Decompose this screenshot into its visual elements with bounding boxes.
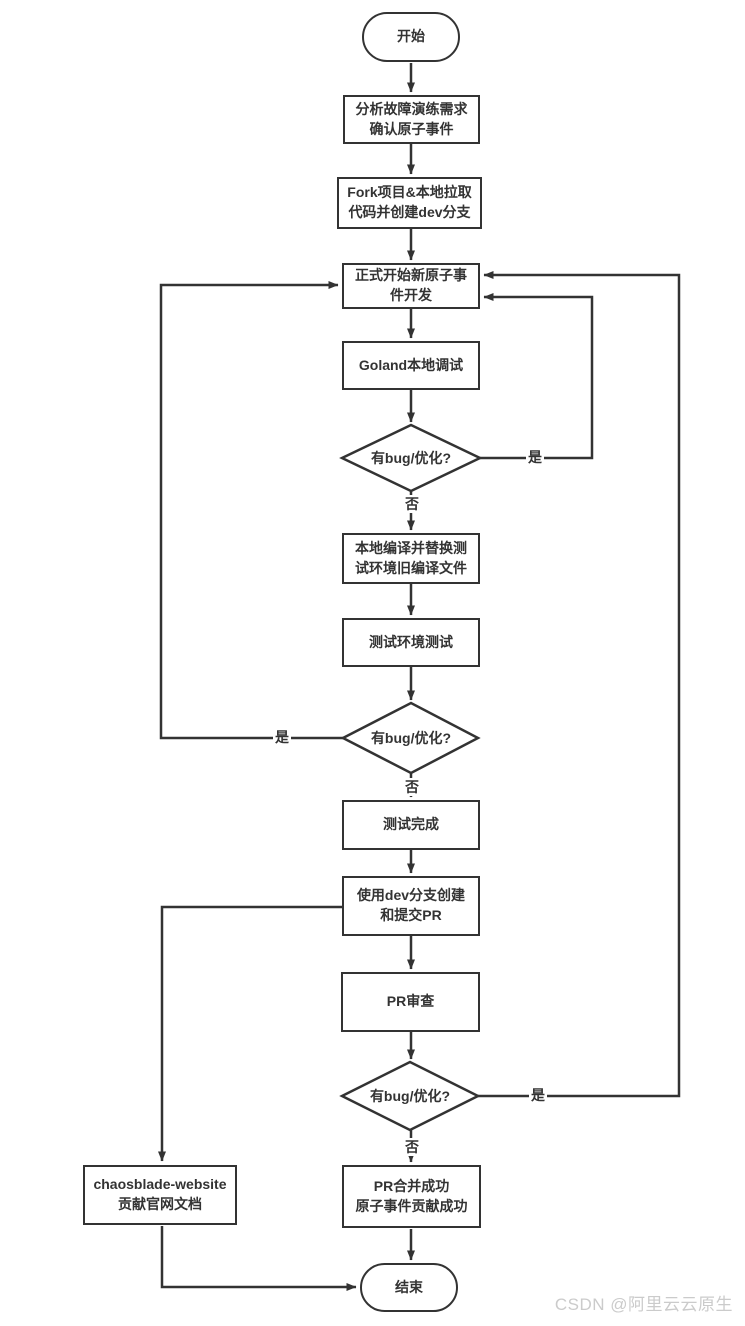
node-pr-merged: PR合并成功 原子事件贡献成功 bbox=[342, 1165, 481, 1228]
node-compile-line2: 试环境旧编译文件 bbox=[355, 559, 467, 576]
edge-bugcheck2-yes-loop bbox=[159, 281, 343, 740]
node-dev-start-line2: 件开发 bbox=[390, 287, 432, 303]
node-goland-label: Goland本地调试 bbox=[358, 356, 464, 373]
edge-label-yes-1: 是 bbox=[526, 448, 544, 467]
node-pr-merged-line1: PR合并成功 bbox=[373, 1177, 450, 1194]
node-test-done: 测试完成 bbox=[342, 800, 480, 850]
edge-label-yes-3: 是 bbox=[529, 1086, 547, 1105]
node-pr-review: PR审查 bbox=[341, 972, 480, 1032]
node-create-pr: 使用dev分支创建 和提交PR bbox=[342, 876, 480, 936]
node-fork-line2: 代码并创建dev分支 bbox=[348, 204, 471, 220]
edge-bugcheck1-yes-loop bbox=[480, 293, 594, 460]
decision-bug-check-1-shape bbox=[339, 423, 483, 493]
decision-bug-check-2-shape bbox=[340, 701, 481, 775]
node-dev-start-line1: 正式开始新原子事 bbox=[355, 267, 467, 284]
node-compile-line1: 本地编译并替换测 bbox=[355, 539, 467, 556]
node-env-test-label: 测试环境测试 bbox=[369, 633, 453, 650]
edge-label-yes-2: 是 bbox=[273, 728, 291, 747]
edge-label-no-1: 否 bbox=[403, 495, 421, 514]
edge-label-no-3: 否 bbox=[403, 1138, 421, 1157]
node-create-pr-line1: 使用dev分支创建 bbox=[356, 887, 466, 904]
node-analyze-requirement: 分析故障演练需求 确认原子事件 bbox=[343, 95, 480, 144]
decision-bug-check-1-label: 有bug/优化? bbox=[370, 450, 452, 466]
node-goland-debug: Goland本地调试 bbox=[342, 341, 480, 390]
node-analyze-line1: 分析故障演练需求 bbox=[355, 100, 468, 117]
node-website-line1: chaosblade-website bbox=[93, 1176, 227, 1193]
node-test-done-label: 测试完成 bbox=[383, 816, 439, 833]
node-env-test: 测试环境测试 bbox=[342, 618, 480, 667]
edge-createpr-to-website bbox=[158, 905, 342, 1162]
node-compile-replace: 本地编译并替换测 试环境旧编译文件 bbox=[342, 533, 480, 584]
node-end-label: 结束 bbox=[395, 1278, 423, 1295]
node-start: 开始 bbox=[362, 12, 460, 62]
node-create-pr-line2: 和提交PR bbox=[380, 907, 442, 923]
edge-website-to-end bbox=[160, 1226, 357, 1291]
node-website-docs: chaosblade-website 贡献官网文档 bbox=[83, 1165, 237, 1225]
csdn-watermark: CSDN @阿里云云原生 bbox=[554, 1295, 733, 1314]
node-dev-start: 正式开始新原子事 件开发 bbox=[342, 263, 480, 309]
node-start-label: 开始 bbox=[397, 28, 425, 45]
edge-bugcheck3-yes-loop bbox=[478, 271, 681, 1098]
node-end: 结束 bbox=[360, 1263, 458, 1312]
decision-bug-check-2-label: 有bug/优化? bbox=[370, 730, 452, 746]
node-pr-review-label: PR审查 bbox=[386, 993, 435, 1010]
node-fork-line1: Fork项目&本地拉取 bbox=[347, 184, 472, 201]
edge-label-no-2: 否 bbox=[403, 778, 421, 797]
node-website-line2: 贡献官网文档 bbox=[118, 1196, 202, 1212]
node-fork-project: Fork项目&本地拉取 代码并创建dev分支 bbox=[337, 177, 482, 229]
decision-bug-check-3-shape bbox=[339, 1060, 481, 1132]
decision-bug-check-3-label: 有bug/优化? bbox=[369, 1088, 451, 1104]
node-analyze-line2: 确认原子事件 bbox=[369, 120, 454, 137]
node-pr-merged-line2: 原子事件贡献成功 bbox=[355, 1197, 468, 1214]
